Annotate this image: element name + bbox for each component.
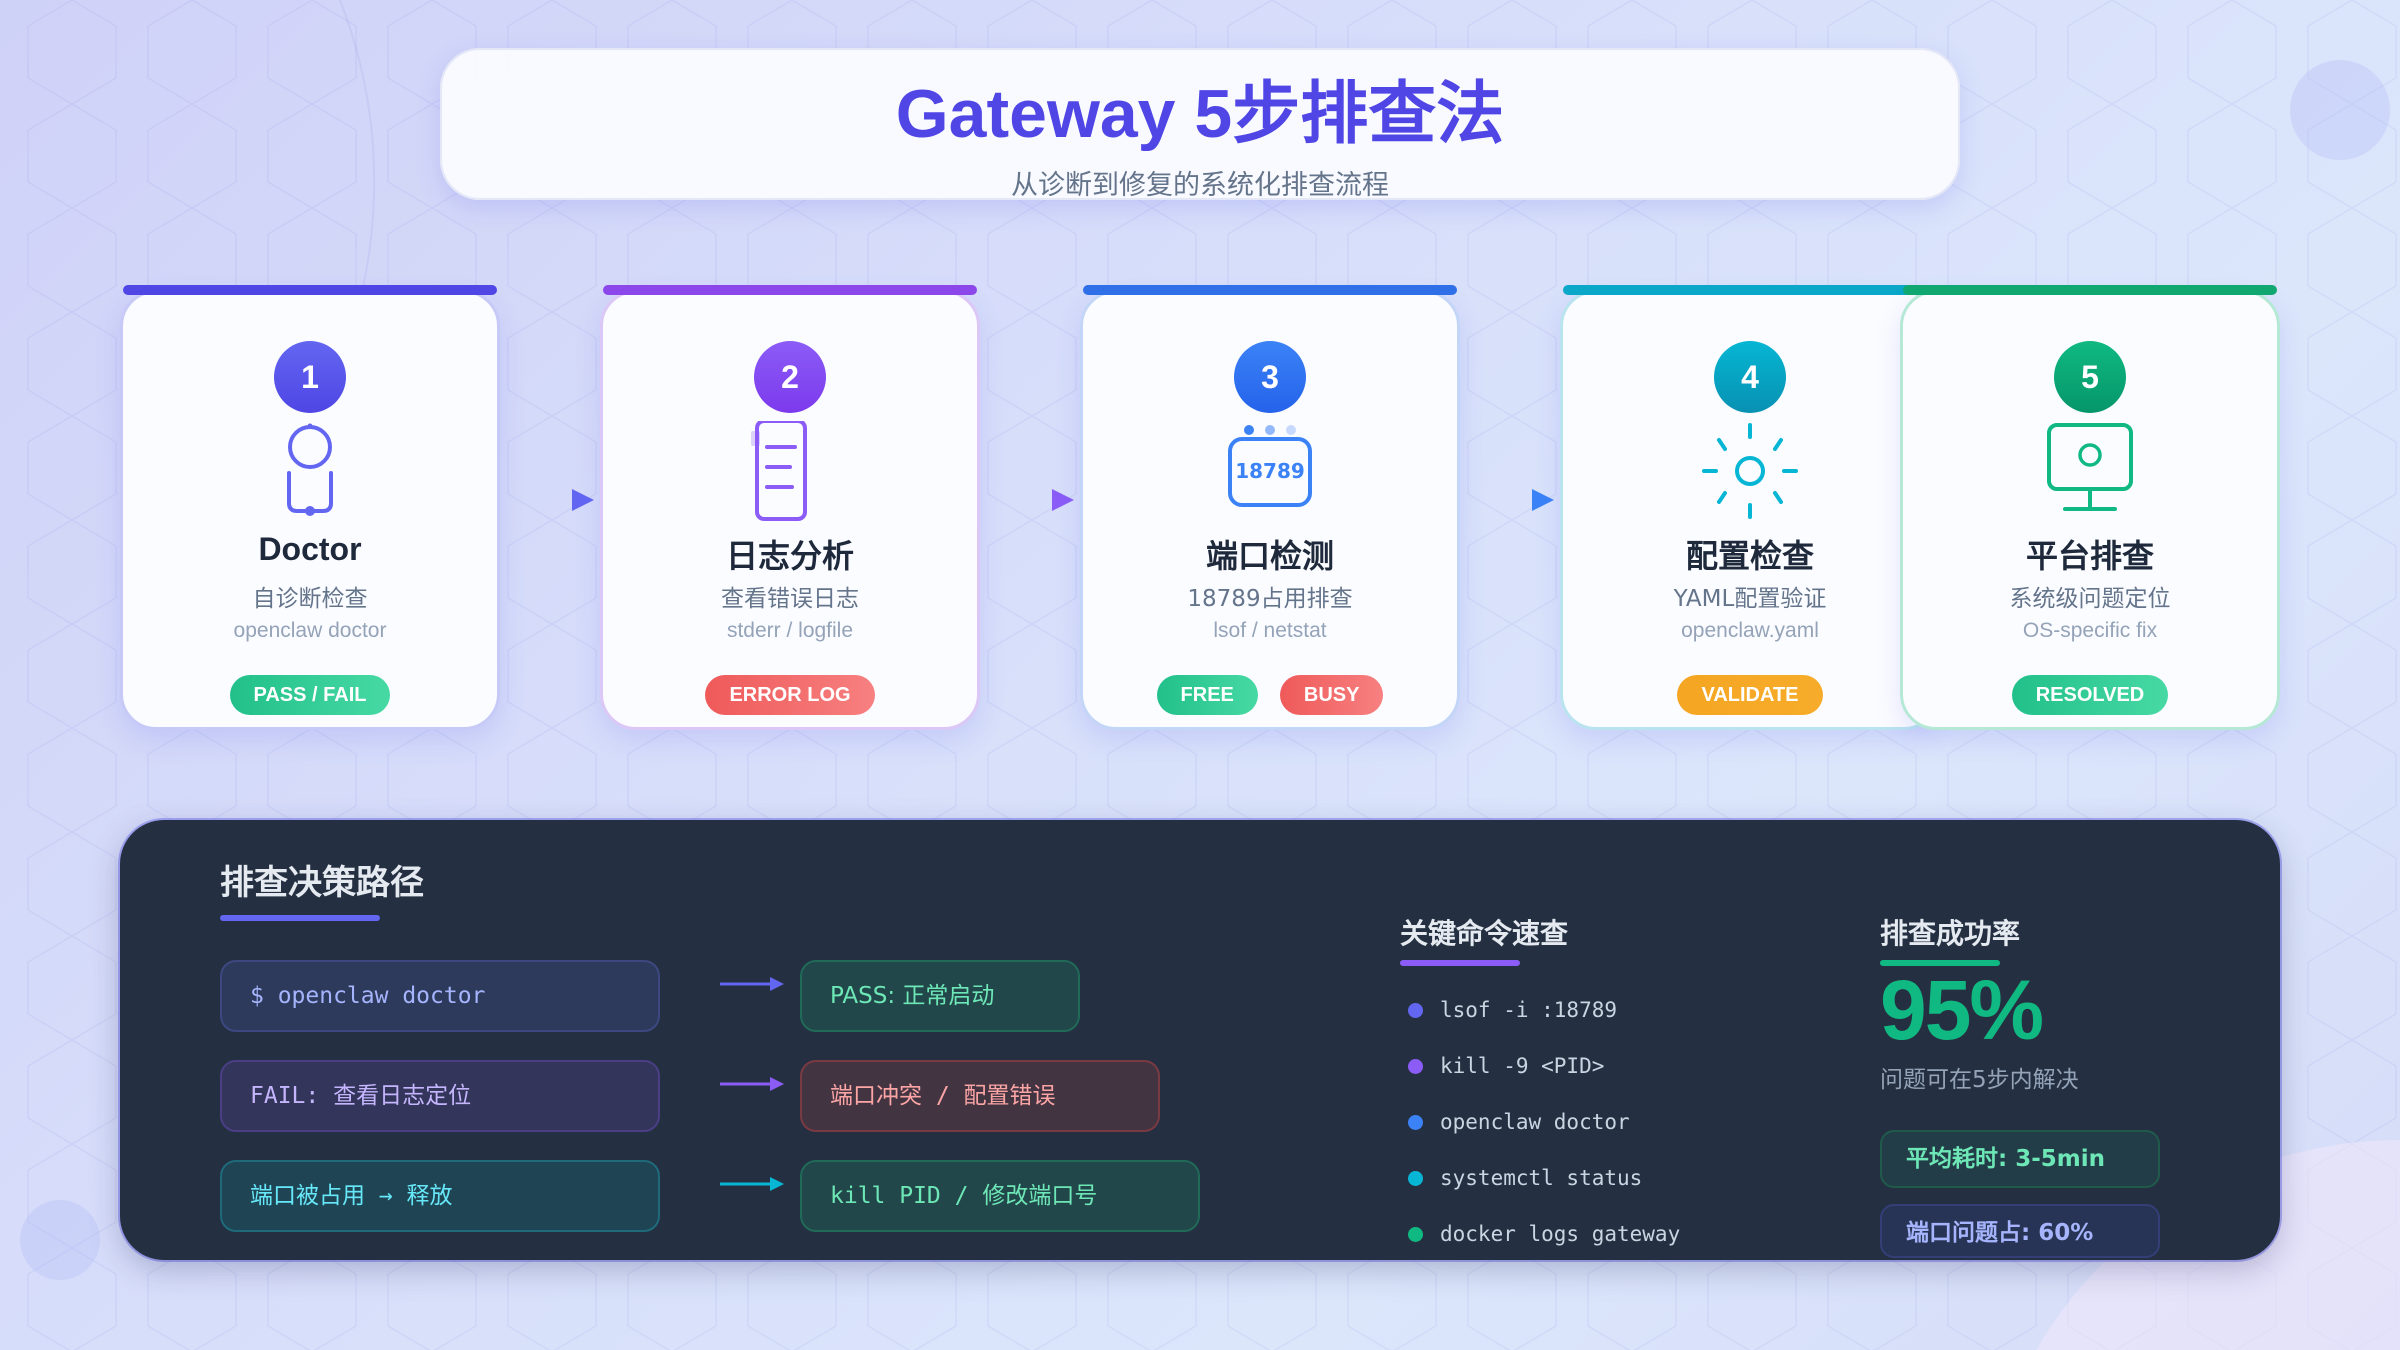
decorative-blob [20, 1200, 100, 1280]
stethoscope-icon [287, 423, 333, 516]
success-rate-title: 排查成功率 [1880, 917, 2021, 950]
card-accent-bar [123, 285, 497, 295]
step-number-badge: 4 [1714, 341, 1786, 413]
command-item[interactable]: lsof -i :18789 [1408, 998, 1617, 1022]
stat-avg-time: 平均耗时: 3-5min [1880, 1130, 2160, 1188]
step-number-badge: 2 [754, 341, 826, 413]
step-description: 系统级问题定位 [2009, 586, 2171, 612]
monitor-icon [2047, 423, 2133, 511]
step-name: Doctor [258, 531, 362, 567]
card-accent-bar [1903, 285, 2277, 295]
bullet-dot-icon [1408, 1170, 1423, 1186]
decision-input-doctor[interactable]: $ openclaw doctor [220, 960, 660, 1032]
step-card-port-check[interactable]: 3 18789 端口检测 18789占用排查 lsof / netstat FR… [1080, 285, 1460, 730]
arrow-right-icon [720, 977, 784, 991]
decision-path-title: 排查决策路径 [220, 863, 424, 903]
port-number-label: 18789 [1235, 459, 1305, 483]
step-description: 查看错误日志 [721, 586, 859, 612]
bullet-dot-icon [1408, 1058, 1423, 1074]
step-command: openclaw doctor [233, 619, 387, 642]
arrow-right-icon [720, 1077, 784, 1091]
step-card-config-check[interactable]: 4 配置检查 YAML配置验证 openclaw.yaml VALIDATE [1560, 285, 1940, 730]
card-accent-bar [603, 285, 977, 295]
stat-port-share: 端口问题占: 60% [1880, 1204, 2160, 1258]
command-item[interactable]: openclaw doctor [1408, 1110, 1630, 1134]
status-badge-free: FREE [1156, 675, 1258, 715]
status-badge-resolved: RESOLVED [2011, 675, 2169, 715]
card-accent-bar [1563, 285, 1937, 295]
bullet-dot-icon [1408, 1002, 1423, 1018]
bullet-dot-icon [1408, 1114, 1423, 1130]
step-card-log-analysis[interactable]: 2 日志分析 查看错误日志 stderr / logfile ERROR LOG [600, 285, 980, 730]
page-title: Gateway 5步排查法 [895, 76, 1505, 152]
step-command: lsof / netstat [1213, 619, 1327, 642]
step-command: stderr / logfile [726, 619, 854, 642]
flow-arrow-icon [572, 489, 594, 511]
gear-sun-icon [1702, 423, 1798, 519]
title-underline [1880, 960, 2000, 966]
decision-input-fail[interactable]: FAIL: 查看日志定位 [220, 1060, 660, 1132]
status-badge-pass-fail: PASS / FAIL [229, 675, 391, 715]
success-rate-value: 95% [1880, 963, 2044, 1057]
document-icon [751, 421, 807, 521]
command-item[interactable]: kill -9 <PID> [1408, 1054, 1604, 1078]
decision-output-error: 端口冲突 / 配置错误 [800, 1060, 1160, 1132]
step-description: 18789占用排查 [1187, 586, 1353, 612]
step-command: openclaw.yaml [1681, 619, 1819, 642]
card-accent-bar [1083, 285, 1457, 295]
commands-title: 关键命令速查 [1400, 917, 1569, 950]
command-item[interactable]: docker logs gateway [1408, 1222, 1680, 1246]
port-icon: 18789 [1215, 421, 1325, 521]
step-command: OS-specific fix [2022, 619, 2158, 642]
step-name: 配置检查 [1685, 537, 1814, 575]
step-description: 自诊断检查 [252, 586, 368, 612]
bullet-dot-icon [1408, 1226, 1423, 1242]
step-number-badge: 5 [2054, 341, 2126, 413]
decision-input-port[interactable]: 端口被占用 → 释放 [220, 1160, 660, 1232]
decision-output-fix: kill PID / 修改端口号 [800, 1160, 1200, 1232]
step-name: 日志分析 [725, 537, 854, 575]
status-badge-validate: VALIDATE [1677, 675, 1823, 715]
step-number-badge: 3 [1234, 341, 1306, 413]
step-card-platform-check[interactable]: 5 平台排查 系统级问题定位 OS-specific fix RESOLVED [1900, 285, 2280, 730]
status-badge-error-log: ERROR LOG [705, 675, 875, 715]
flow-arrow-icon [1052, 489, 1074, 511]
step-name: 平台排查 [2025, 537, 2154, 575]
title-underline [220, 915, 380, 921]
title-underline [1400, 960, 1520, 966]
flow-arrow-icon [1532, 489, 1554, 511]
step-name: 端口检测 [1205, 537, 1334, 575]
success-rate-caption: 问题可在5步内解决 [1880, 1067, 2079, 1093]
step-card-doctor[interactable]: 1 Doctor 自诊断检查 openclaw doctor PASS / FA… [120, 285, 500, 730]
step-description: YAML配置验证 [1673, 586, 1827, 612]
command-item[interactable]: systemctl status [1408, 1166, 1642, 1190]
step-number-badge: 1 [274, 341, 346, 413]
header-card: Gateway 5步排查法 从诊断到修复的系统化排查流程 [440, 48, 1960, 201]
arrow-right-icon [720, 1177, 784, 1191]
decision-output-pass: PASS: 正常启动 [800, 960, 1080, 1032]
decorative-blob [2290, 60, 2390, 160]
status-badge-busy: BUSY [1279, 675, 1384, 715]
page-subtitle: 从诊断到修复的系统化排查流程 [1011, 170, 1389, 201]
